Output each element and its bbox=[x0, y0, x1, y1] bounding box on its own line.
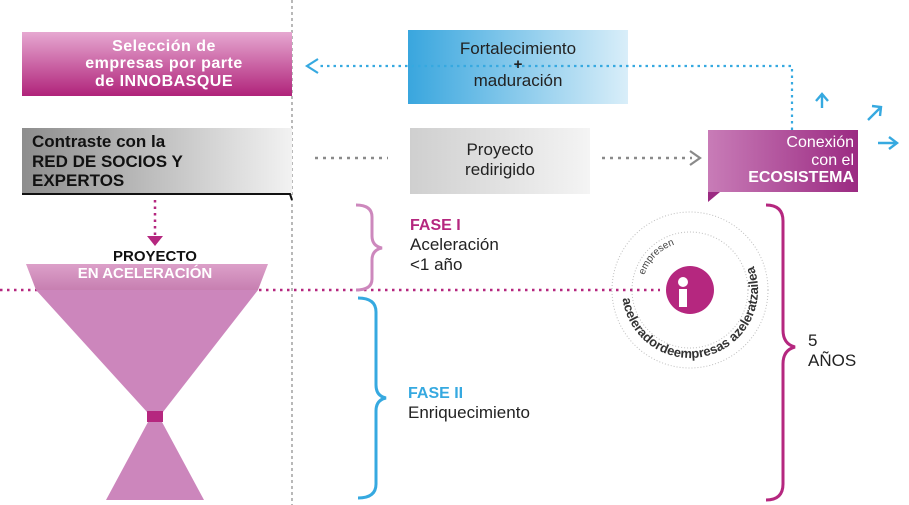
svg-text:empresen: empresen bbox=[637, 237, 676, 276]
funnel-bottom bbox=[36, 290, 258, 412]
logo-outer-ring: aceleradordeempresas azeleratzailea bbox=[619, 264, 761, 361]
conexion-line3: ECOSISTEMA bbox=[748, 169, 854, 187]
total-bracket bbox=[765, 203, 796, 502]
seleccion-box bbox=[22, 32, 292, 96]
contraste-label: Contraste con la RED DE SOCIOS Y EXPERTO… bbox=[32, 132, 287, 191]
conexion-box-notch bbox=[708, 192, 720, 202]
logo-inner-ring: empresen bbox=[637, 237, 676, 276]
contraste-line3: EXPERTOS bbox=[32, 171, 125, 191]
redirigido-box bbox=[410, 128, 590, 194]
contraste-line2: RED DE SOCIOS Y bbox=[32, 151, 183, 171]
redirigido-label: Proyecto redirigido bbox=[465, 140, 535, 180]
conexion-line2: con el bbox=[811, 151, 854, 169]
total-years-label: AÑOS bbox=[808, 351, 857, 370]
seleccion-label: Selección de empresas por parte de INNOB… bbox=[85, 38, 243, 90]
fase2-title: FASE II bbox=[408, 385, 464, 402]
fase2-bracket bbox=[357, 296, 387, 500]
total-years-number: 5 bbox=[808, 331, 818, 350]
fase2-line1: Enriquecimiento bbox=[408, 403, 530, 422]
feedback-loop-line bbox=[318, 64, 794, 130]
ecosystem-arrows bbox=[815, 92, 899, 150]
funnel-title: PROYECTO bbox=[113, 248, 197, 265]
svg-text:aceleradordeempresas azeleratz: aceleradordeempresas azeleratzailea bbox=[619, 264, 761, 361]
contraste-box bbox=[22, 128, 292, 194]
redirigido-conexion-arrowhead bbox=[689, 150, 702, 166]
fase1-title: FASE I bbox=[410, 217, 461, 234]
feedback-arrowhead bbox=[304, 58, 319, 74]
fase1-bracket bbox=[355, 203, 383, 292]
fortalecimiento-line1: Fortalecimiento bbox=[459, 39, 577, 58]
to-funnel-arrowhead bbox=[147, 236, 163, 246]
fase1-line1: Aceleración bbox=[410, 235, 499, 254]
accelerator-logo bbox=[611, 211, 769, 369]
contraste-underline bbox=[22, 193, 293, 201]
conexion-label: Conexión con el ECOSISTEMA bbox=[712, 134, 854, 187]
fortalecimiento-plus: + bbox=[513, 56, 523, 74]
fase1-line2: <1 año bbox=[410, 255, 463, 274]
funnel-subtitle: EN ACELERACIÓN bbox=[77, 265, 213, 282]
funnel-base bbox=[106, 422, 204, 500]
funnel-top bbox=[26, 264, 268, 290]
contraste-line1: Contraste con la bbox=[32, 132, 166, 151]
funnel-neck bbox=[147, 411, 163, 422]
conexion-box bbox=[708, 130, 858, 192]
conexion-line1: Conexión bbox=[786, 134, 854, 151]
fortalecimiento-label: Fortalecimiento + maduración bbox=[408, 39, 628, 90]
fortalecimiento-line2: maduración bbox=[473, 70, 563, 90]
